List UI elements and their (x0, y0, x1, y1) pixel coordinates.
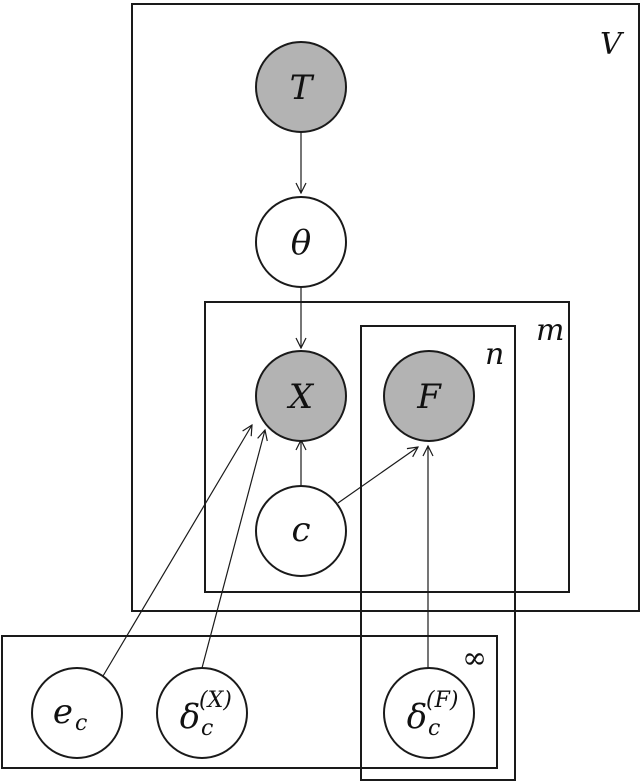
node-e-c: e c (31, 667, 123, 759)
node-t-label: T (290, 68, 315, 108)
node-delta-f-sub: c (428, 716, 440, 741)
plate-infinity-label: ∞ (462, 641, 487, 676)
plate-n (360, 325, 516, 781)
plate-n-label: n (485, 337, 504, 372)
node-delta-f: δ c (F) (383, 667, 475, 759)
plate-v-label: V (600, 27, 625, 62)
node-theta-label: θ (291, 223, 311, 263)
node-delta-x-sup: (X) (199, 688, 232, 713)
edge-c-f (337, 447, 418, 504)
node-delta-x-base: δ (180, 697, 200, 737)
node-f: F (383, 350, 475, 442)
edge-ec-x (102, 425, 252, 677)
node-e-c-sub: c (75, 711, 87, 736)
node-c: c (255, 485, 347, 577)
node-f-label: F (416, 377, 442, 417)
node-delta-f-sup: (F) (426, 688, 458, 713)
node-c-label: c (291, 510, 310, 550)
plate-m-label: m (536, 313, 564, 348)
node-delta-x: δ c (X) (156, 667, 248, 759)
node-delta-x-sub: c (201, 716, 213, 741)
node-x: X (255, 350, 347, 442)
plate-m (204, 301, 570, 593)
svg-text:e: e (53, 692, 73, 732)
node-t: T (255, 41, 347, 133)
edge-deltax-x (201, 430, 265, 669)
plate-v (131, 3, 640, 612)
node-theta: θ (255, 196, 347, 288)
node-delta-f-base: δ (407, 697, 427, 737)
node-x-label: X (286, 377, 315, 417)
node-e-c-base: e (53, 692, 73, 732)
plate-infinity (1, 635, 498, 769)
